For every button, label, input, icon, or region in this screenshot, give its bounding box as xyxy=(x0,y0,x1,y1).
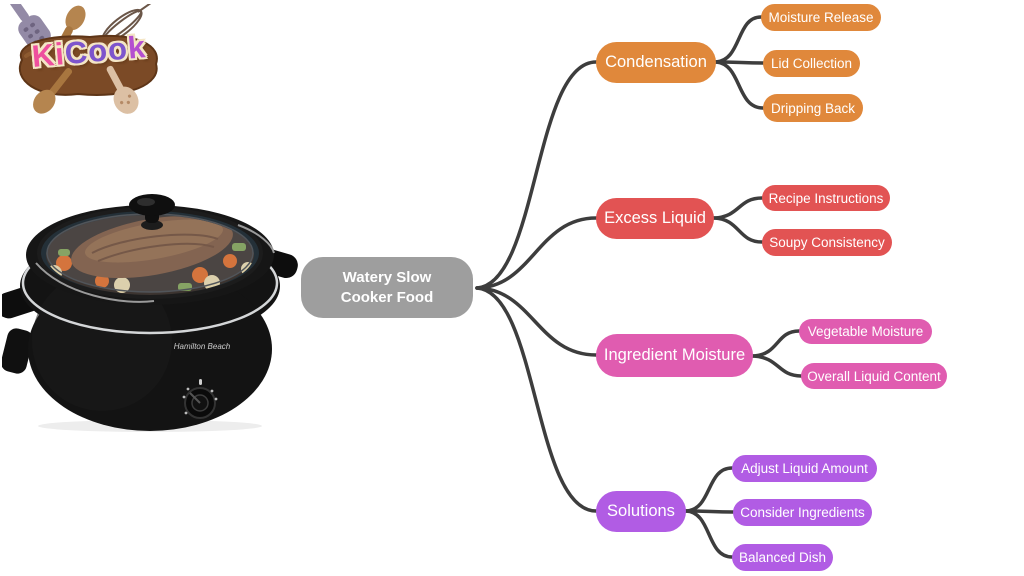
child-node-dripping-back: Dripping Back xyxy=(763,94,863,122)
child-node-lid-collection: Lid Collection xyxy=(763,50,860,77)
logo-text-k: k xyxy=(126,29,148,66)
mindmap-root-node: Watery Slow Cooker Food xyxy=(301,257,473,318)
dough-spoon-icon xyxy=(106,65,139,114)
child-node-vegetable-moisture: Vegetable Moisture xyxy=(799,319,932,344)
child-node-soupy-consistency: Soupy Consistency xyxy=(762,229,892,256)
child-node-moisture-release: Moisture Release xyxy=(761,4,881,31)
logo-text-coo: Coo xyxy=(63,30,130,72)
branch-node-excess-liquid: Excess Liquid xyxy=(596,198,714,239)
logo-graphic xyxy=(9,0,158,114)
child-node-consider-ingredients: Consider Ingredients xyxy=(733,499,872,526)
branch-node-ingredient-moisture: Ingredient Moisture xyxy=(596,334,753,377)
branch-node-condensation: Condensation xyxy=(596,42,716,83)
child-node-recipe-instructions: Recipe Instructions xyxy=(762,185,890,211)
child-node-balanced-dish: Balanced Dish xyxy=(732,544,833,571)
logo-text-ki: Ki xyxy=(30,36,67,74)
kicook-logo: KiCook xyxy=(6,0,176,122)
spoon-icon xyxy=(33,67,73,114)
slow-cooker-image: Hamilton Beach xyxy=(2,194,298,432)
lid-knob xyxy=(129,194,175,230)
child-node-adjust-liquid-amount: Adjust Liquid Amount xyxy=(732,455,877,482)
child-node-overall-liquid-content: Overall Liquid Content xyxy=(801,363,947,389)
branch-node-solutions: Solutions xyxy=(596,491,686,532)
cooker-brand-text: Hamilton Beach xyxy=(174,342,231,351)
control-knob xyxy=(182,379,218,419)
